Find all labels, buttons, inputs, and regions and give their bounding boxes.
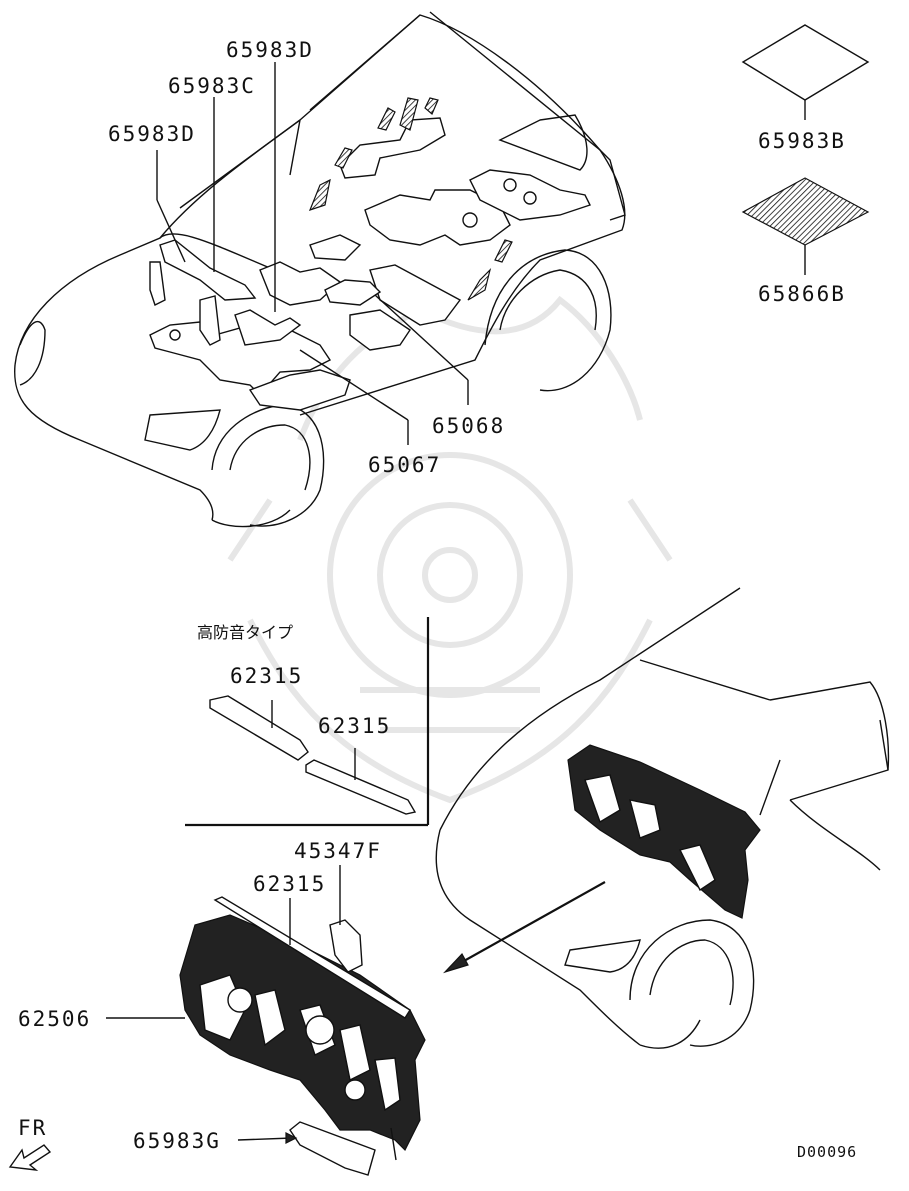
front-direction-arrow-icon bbox=[8, 1144, 52, 1171]
hatched-insulator-swatch bbox=[741, 177, 870, 246]
label-65067: 65067 bbox=[368, 453, 442, 477]
note-high-insulation-type: 高防音タイプ bbox=[197, 623, 294, 642]
floor-insulator-parts bbox=[149, 97, 591, 411]
label-62315-a: 62315 bbox=[230, 664, 304, 688]
leader-lines-bottom bbox=[106, 865, 341, 1144]
label-65983D-top: 65983D bbox=[226, 38, 314, 62]
label-65983D-left: 65983D bbox=[108, 122, 196, 146]
high-insulation-section bbox=[185, 617, 430, 827]
front-vehicle-outline bbox=[435, 587, 890, 1049]
insulator-pad-swatch bbox=[741, 24, 870, 101]
label-65983B: 65983B bbox=[758, 129, 846, 153]
label-65983G: 65983G bbox=[133, 1129, 221, 1153]
dash-panel-assembly bbox=[179, 896, 426, 1176]
diagram-code: D00096 bbox=[797, 1143, 858, 1161]
samurai-helmet-watermark bbox=[227, 295, 673, 804]
front-indicator-label: FR bbox=[18, 1116, 48, 1140]
label-62315-b: 62315 bbox=[318, 714, 392, 738]
label-62315-c: 62315 bbox=[253, 872, 327, 896]
label-65983C: 65983C bbox=[168, 74, 256, 98]
label-65866B: 65866B bbox=[758, 282, 846, 306]
top-vehicle-outline bbox=[14, 11, 626, 528]
label-62506: 62506 bbox=[18, 1007, 92, 1031]
label-45347F: 45347F bbox=[294, 839, 382, 863]
label-65068: 65068 bbox=[432, 414, 506, 438]
leader-lines-top bbox=[156, 62, 806, 445]
install-arrow-head bbox=[443, 952, 469, 974]
install-arrow bbox=[454, 881, 606, 967]
dash-panel-in-vehicle bbox=[567, 744, 761, 919]
